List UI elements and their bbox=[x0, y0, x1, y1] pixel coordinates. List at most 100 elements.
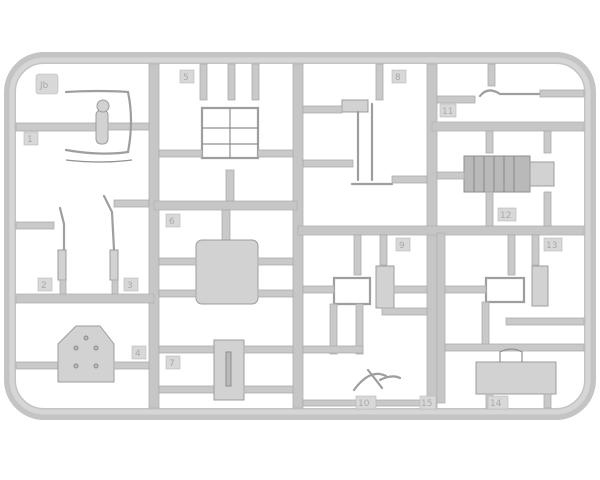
gate-12d bbox=[485, 191, 494, 227]
part-13-can bbox=[531, 265, 549, 307]
part-4-hole bbox=[73, 345, 79, 351]
gate-11a bbox=[487, 63, 496, 87]
gate-1b bbox=[107, 122, 150, 131]
gate-6a bbox=[221, 209, 231, 241]
gate-12b bbox=[543, 130, 552, 154]
gate-6c bbox=[158, 289, 197, 298]
gate-5b bbox=[227, 63, 236, 101]
part-9-can bbox=[375, 265, 395, 309]
gate-9c bbox=[302, 285, 335, 294]
part-8-top bbox=[341, 99, 369, 113]
part-4-hole bbox=[83, 335, 89, 341]
part-number-plate bbox=[179, 69, 195, 84]
gate-14b bbox=[543, 393, 552, 409]
gate-13d bbox=[481, 301, 490, 347]
gate-4b bbox=[113, 361, 150, 370]
runner-horizontal-top-right bbox=[431, 121, 585, 132]
part-6 bbox=[158, 209, 294, 305]
gate-5c bbox=[251, 63, 260, 101]
part-8-legs bbox=[350, 102, 394, 186]
runner-vertical-4 bbox=[436, 232, 446, 404]
part-number-plate bbox=[395, 237, 411, 252]
gate-13c bbox=[444, 285, 487, 294]
part-4-seat bbox=[57, 325, 115, 383]
gate-13a bbox=[507, 234, 516, 276]
part-4-hole bbox=[93, 363, 99, 369]
part-4-hole bbox=[73, 363, 79, 369]
runner-horizontal-center bbox=[153, 200, 298, 211]
part-1-frame bbox=[64, 89, 133, 155]
runner-vertical-1 bbox=[148, 63, 160, 409]
part-number-8: 8 bbox=[395, 73, 401, 83]
gate-13b bbox=[531, 234, 540, 266]
part-number-7: 7 bbox=[169, 359, 175, 369]
part-2-3 bbox=[15, 194, 150, 295]
part-number-plate bbox=[543, 237, 563, 252]
part-number-plate bbox=[419, 395, 437, 410]
gate-4 bbox=[15, 361, 59, 370]
part-5-frame bbox=[200, 106, 260, 160]
part-13 bbox=[444, 234, 585, 352]
part-number-plate bbox=[37, 277, 53, 292]
gate-13e bbox=[505, 317, 585, 326]
part-4 bbox=[15, 325, 150, 383]
gate-8c bbox=[302, 159, 354, 168]
gate-3 bbox=[113, 199, 150, 208]
gate-12e bbox=[543, 191, 552, 227]
part-7-slot bbox=[225, 351, 232, 387]
runner-vertical-3 bbox=[426, 63, 438, 409]
part-1-base bbox=[65, 159, 133, 163]
gate-9a bbox=[353, 234, 362, 276]
part-1 bbox=[15, 89, 150, 163]
part-number-3: 3 bbox=[127, 281, 133, 291]
part-number-6: 6 bbox=[169, 217, 175, 227]
part-5 bbox=[158, 63, 294, 202]
gate-8a bbox=[375, 63, 384, 101]
gate-3b bbox=[111, 279, 119, 295]
part-number-11: 11 bbox=[442, 107, 453, 117]
sprue-runners bbox=[15, 63, 585, 409]
part-number-14: 14 bbox=[490, 399, 502, 409]
part-11-hook bbox=[478, 89, 542, 98]
part-6-box bbox=[195, 239, 259, 305]
part-1-knob bbox=[96, 99, 110, 113]
gate-8b bbox=[302, 105, 343, 114]
part-number-13: 13 bbox=[546, 241, 557, 251]
part-number-tags: 1 2 3 4 5 6 7 8 9 10 11 12 13 14 15 bbox=[23, 69, 563, 410]
part-number-15: 15 bbox=[421, 399, 432, 409]
part-number-plate bbox=[165, 355, 181, 370]
part-14-handle bbox=[499, 348, 523, 362]
part-number-9: 9 bbox=[399, 241, 405, 251]
sprue-letter-tag: Jb bbox=[35, 73, 59, 95]
part-9 bbox=[302, 234, 428, 355]
gate-6b bbox=[158, 257, 197, 266]
part-5-struts bbox=[202, 108, 258, 158]
gate-12c bbox=[436, 171, 465, 180]
gate-9e bbox=[329, 303, 338, 355]
part-8 bbox=[302, 63, 428, 186]
gate-8d bbox=[391, 175, 428, 184]
gate-9h bbox=[302, 345, 364, 354]
part-number-plate bbox=[131, 345, 147, 360]
part-11 bbox=[436, 63, 585, 104]
gate-2 bbox=[15, 221, 55, 230]
gate-1 bbox=[15, 122, 97, 132]
gate-6e bbox=[257, 289, 294, 298]
part-13-frame bbox=[484, 276, 526, 304]
part-number-plate bbox=[23, 131, 39, 146]
gate-11c bbox=[436, 95, 476, 104]
part-number-12: 12 bbox=[500, 211, 511, 221]
part-3-body bbox=[109, 249, 119, 281]
part-number-plate bbox=[355, 395, 377, 410]
gate-9b bbox=[379, 234, 388, 266]
gate-5d bbox=[158, 149, 203, 158]
part-4-hole bbox=[93, 345, 99, 351]
gate-11b bbox=[539, 89, 585, 98]
part-number-plate bbox=[123, 277, 139, 292]
gate-9f bbox=[355, 303, 364, 355]
part-number-2: 2 bbox=[41, 281, 47, 291]
sprue-frame-highlight bbox=[9, 57, 591, 415]
runner-vertical-2 bbox=[292, 63, 304, 409]
sprue-letter-plate bbox=[35, 73, 59, 95]
part-number-plate bbox=[487, 395, 509, 410]
